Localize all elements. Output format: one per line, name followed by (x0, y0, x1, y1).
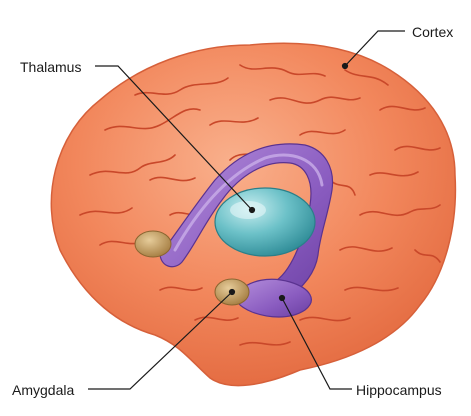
thalamus-label: Thalamus (20, 59, 81, 75)
cortex-leader-dot (343, 64, 348, 69)
thalamus-shape (215, 188, 315, 256)
thalamus-leader-dot (250, 208, 255, 213)
amygdala-shape-upper (135, 231, 171, 257)
amygdala-leader-dot (230, 290, 235, 295)
thalamus (215, 188, 315, 256)
thalamus-highlight (230, 201, 266, 219)
cortex-label: Cortex (412, 24, 453, 40)
amygdala-label: Amygdala (12, 382, 74, 398)
hippocampus-label: Hippocampus (356, 382, 442, 398)
hippocampus-leader-dot (280, 296, 285, 301)
